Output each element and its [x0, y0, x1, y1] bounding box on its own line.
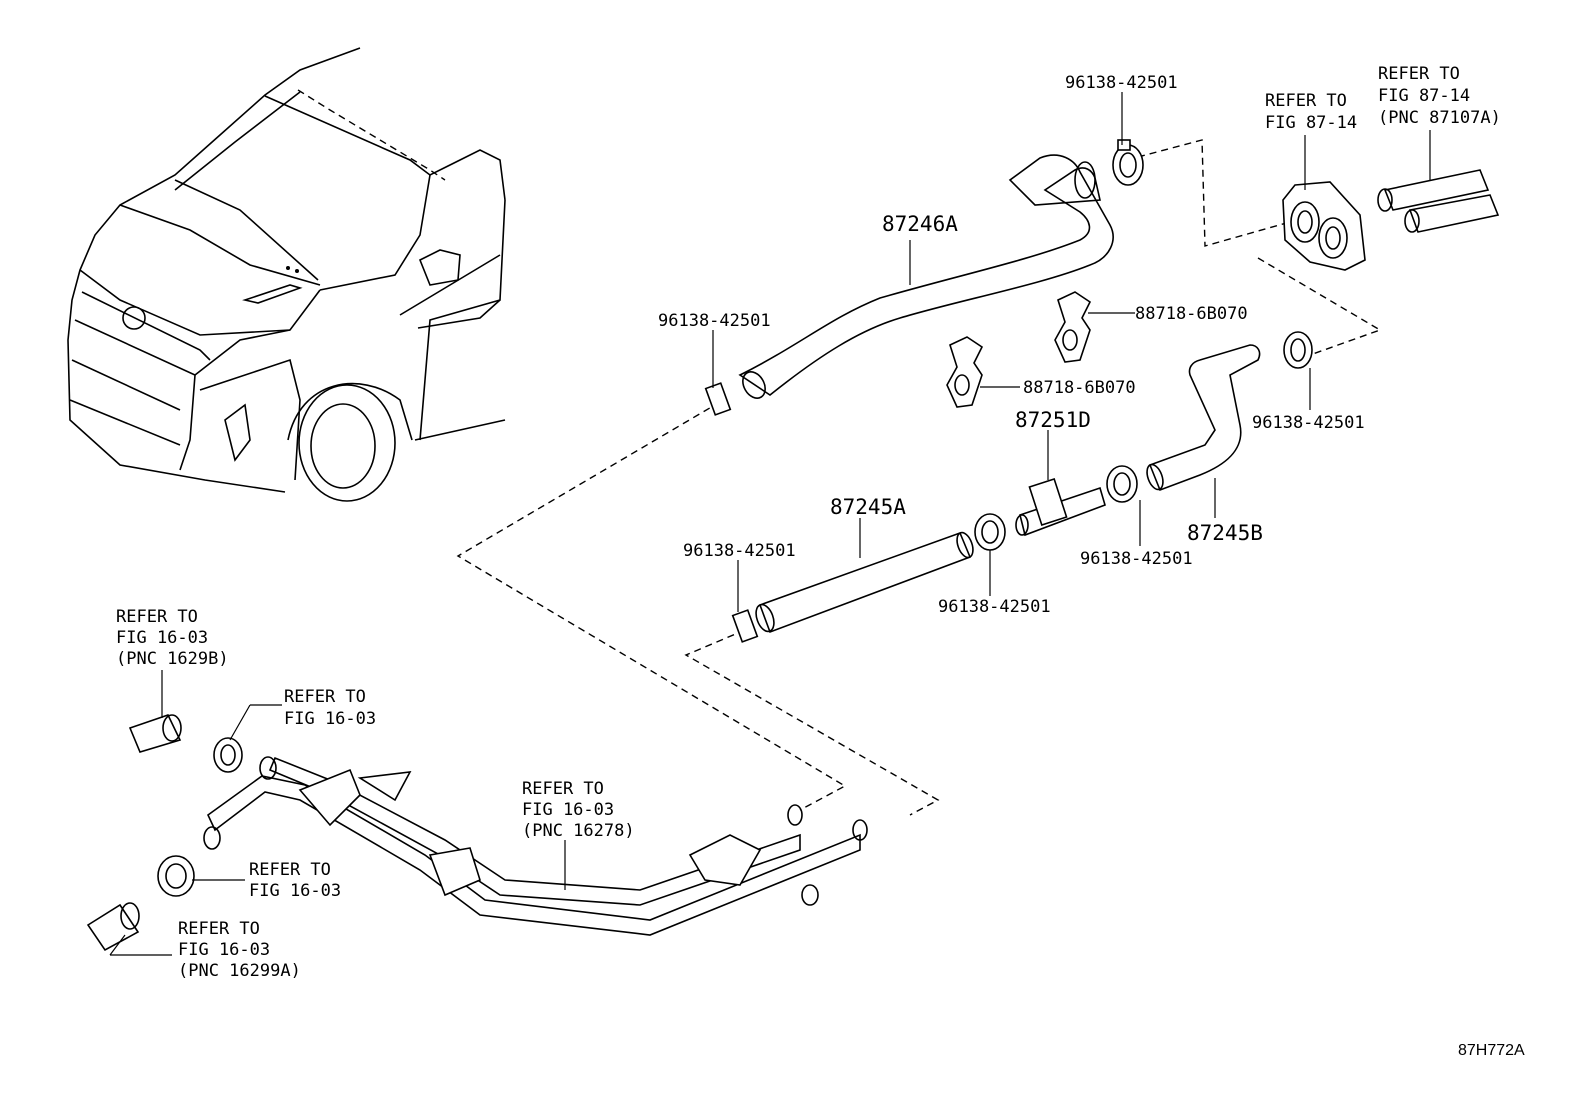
ref-fig-87-14-a: REFER TO FIG 87-14 [1265, 91, 1357, 133]
ref-fig-16-03-a: REFER TO FIG 16-03 (PNC 1629B) [116, 607, 229, 669]
ref-fig-87-14-b: REFER TO FIG 87-14 (PNC 87107A) [1378, 64, 1501, 128]
clamp-upper-left [704, 382, 732, 416]
svg-text:(PNC 87107A): (PNC 87107A) [1378, 108, 1501, 128]
svg-text:REFER TO: REFER TO [284, 687, 366, 707]
clamps [704, 139, 1313, 643]
label-clamp-upper-left: 96138-42501 [658, 311, 771, 331]
ref-fig-16-03-b: REFER TO FIG 16-03 [284, 687, 376, 729]
clamp-mid-right [1106, 465, 1138, 503]
reference-notes: REFER TO FIG 87-14 REFER TO FIG 87-14 (P… [116, 64, 1501, 981]
svg-text:REFER TO: REFER TO [178, 919, 260, 939]
svg-text:(PNC 16278): (PNC 16278) [522, 821, 635, 841]
guide-lines [456, 139, 1382, 816]
clamp-mid [974, 513, 1006, 551]
clip-2 [946, 336, 984, 408]
label-clamp-mid-right: 96138-42501 [1080, 549, 1193, 569]
hose-87245a [755, 531, 974, 634]
svg-text:FIG 16-03: FIG 16-03 [116, 628, 208, 648]
svg-text:FIG 87-14: FIG 87-14 [1378, 86, 1470, 106]
clamp-top [1112, 139, 1144, 186]
label-clamp-mid: 96138-42501 [938, 597, 1051, 617]
svg-text:REFER TO: REFER TO [1265, 91, 1347, 111]
label-hose-87245a: 87245A [830, 495, 906, 519]
water-pipe-assembly [203, 756, 868, 936]
figure-code: 87H772A [1458, 1042, 1525, 1059]
label-clip-2: 88718-6B070 [1023, 378, 1136, 398]
hose-87245b [1146, 344, 1261, 492]
heater-pipes [1377, 169, 1500, 233]
svg-text:REFER TO: REFER TO [116, 607, 198, 627]
svg-text:FIG 16-03: FIG 16-03 [522, 800, 614, 820]
label-clip-1: 88718-6B070 [1135, 304, 1248, 324]
label-clamp-right: 96138-42501 [1252, 413, 1365, 433]
svg-text:FIG 16-03: FIG 16-03 [178, 940, 270, 960]
hose-87246a [738, 154, 1114, 399]
label-clamp-top: 96138-42501 [1065, 73, 1178, 93]
svg-text:FIG 87-14: FIG 87-14 [1265, 113, 1357, 133]
part-labels: 96138-42501 87246A 96138-42501 88718-6B0… [658, 73, 1365, 617]
label-hose-87245b: 87245B [1187, 521, 1263, 545]
leader-lines [109, 92, 1431, 956]
joint-87251d [1015, 477, 1106, 537]
clip-1 [1054, 291, 1092, 363]
lower-left-connectors [86, 714, 243, 952]
label-clamp-lower-left: 96138-42501 [683, 541, 796, 561]
label-joint-87251d: 87251D [1015, 408, 1091, 432]
grommet-plate [1282, 181, 1366, 271]
svg-text:REFER TO: REFER TO [249, 860, 331, 880]
label-hose-87246a: 87246A [882, 212, 958, 236]
svg-text:(PNC 16299A): (PNC 16299A) [178, 961, 301, 981]
ref-fig-16-03-d: REFER TO FIG 16-03 [249, 860, 341, 901]
vehicle-illustration [67, 47, 506, 502]
svg-text:REFER TO: REFER TO [522, 779, 604, 799]
ref-fig-16-03-c: REFER TO FIG 16-03 (PNC 16278) [522, 779, 635, 841]
ref-fig-16-03-e: REFER TO FIG 16-03 (PNC 16299A) [178, 919, 301, 981]
svg-text:REFER TO: REFER TO [1378, 64, 1460, 84]
svg-text:(PNC 1629B): (PNC 1629B) [116, 649, 229, 669]
clamp-lower-left [731, 609, 759, 643]
clips [946, 291, 1092, 408]
svg-text:FIG 16-03: FIG 16-03 [249, 881, 341, 901]
clamp-right [1283, 331, 1313, 369]
svg-text:FIG 16-03: FIG 16-03 [284, 709, 376, 729]
